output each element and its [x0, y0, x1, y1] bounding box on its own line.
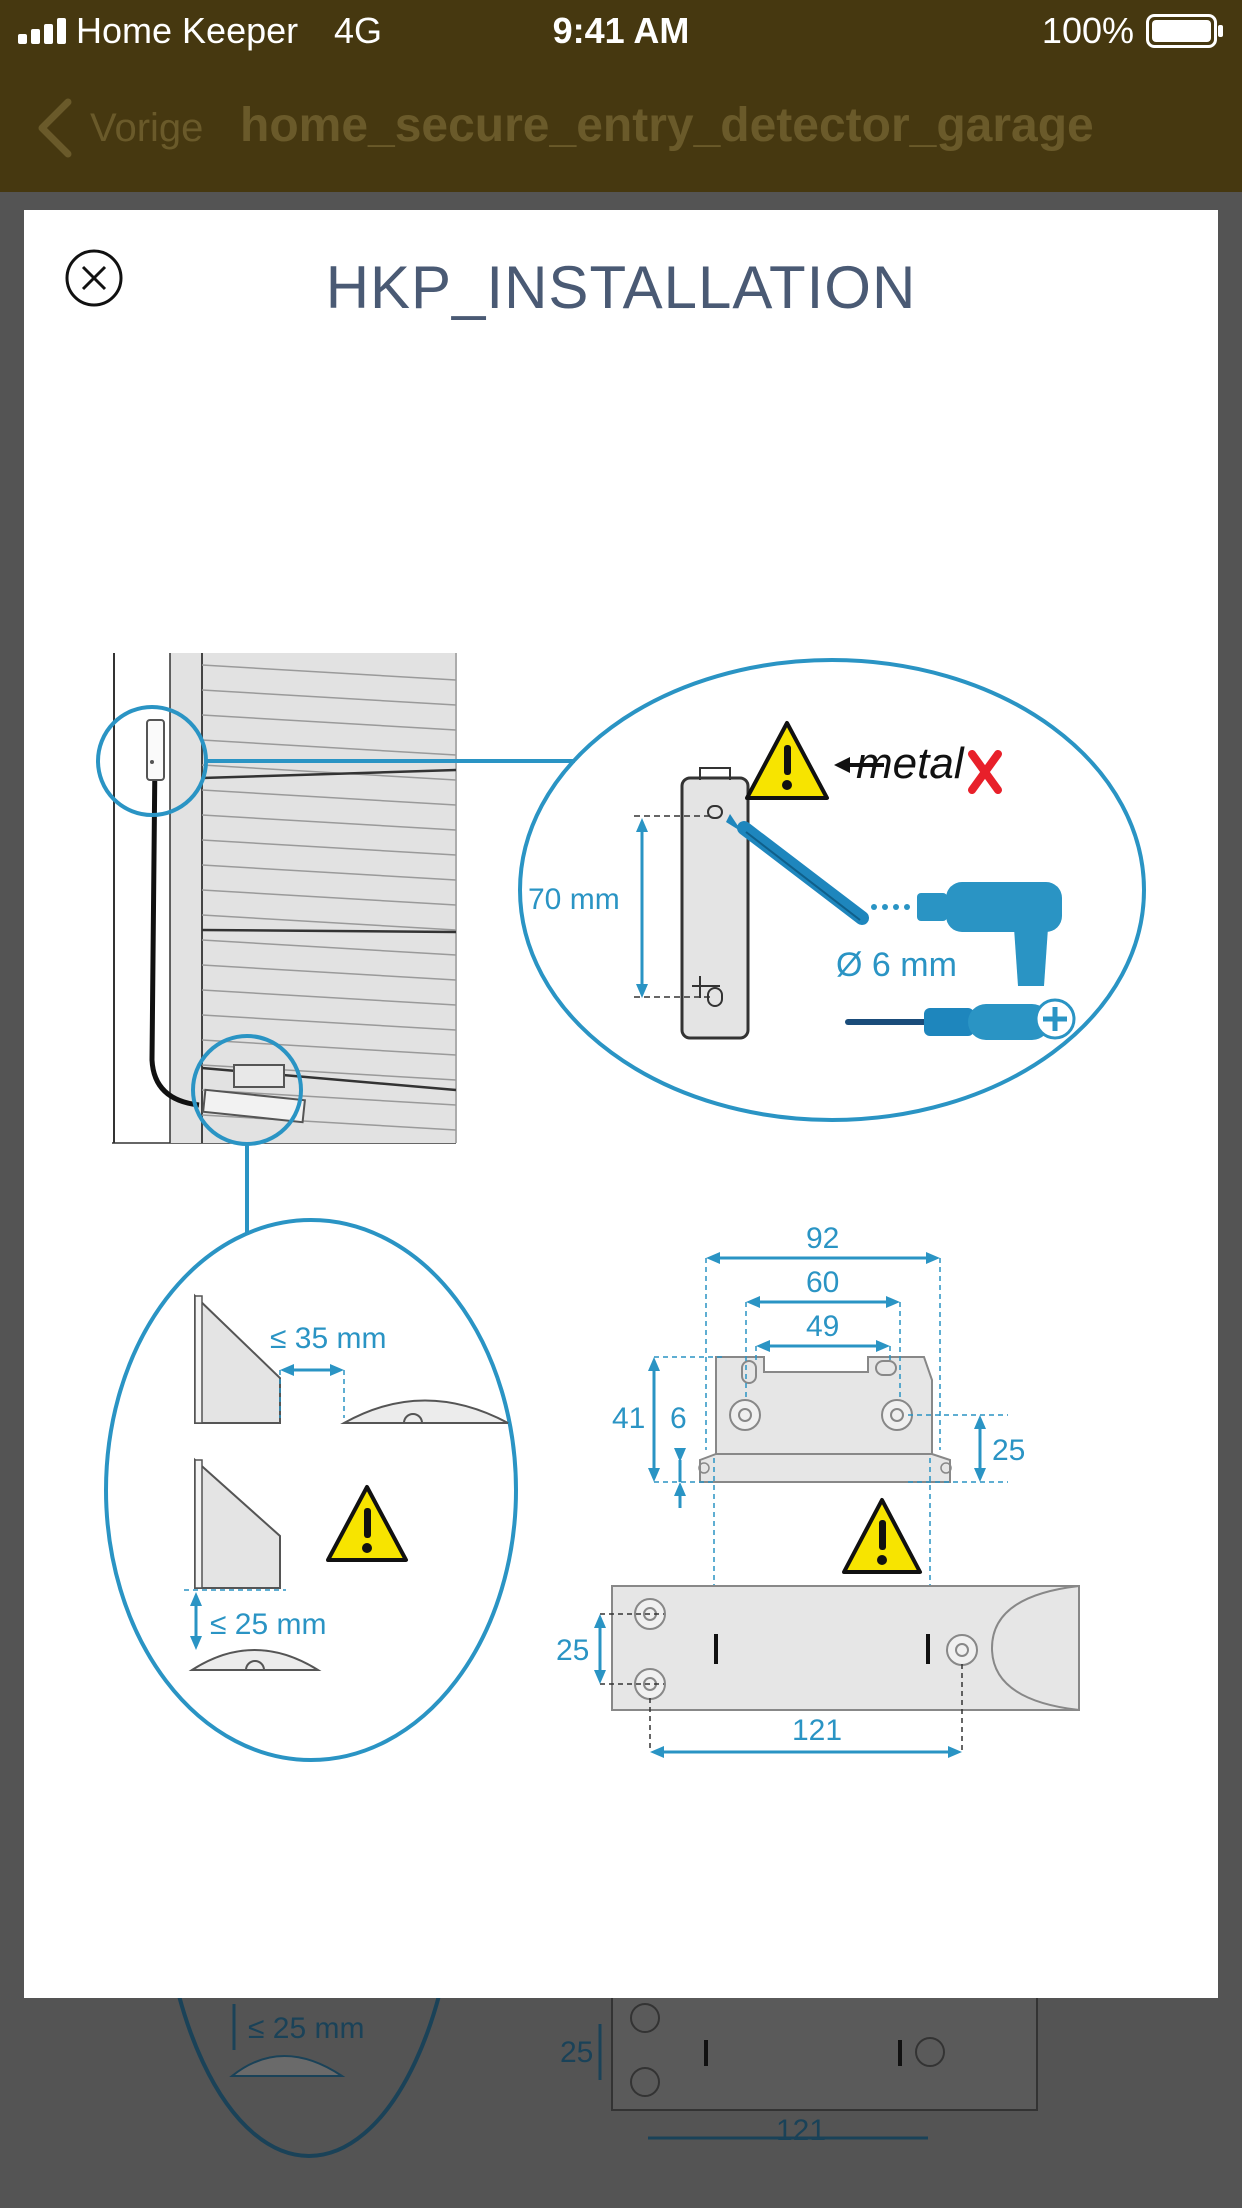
dimension-121: 121: [792, 1714, 842, 1747]
signal-strength-icon: [18, 18, 68, 44]
dimension-49: 49: [806, 1310, 839, 1343]
dimension-60: 60: [806, 1266, 839, 1299]
no-metal-icon: metal: [834, 739, 1002, 794]
screwdriver-icon: [845, 1004, 1050, 1040]
warning-icon: [326, 1485, 408, 1562]
bracket-top: [194, 1293, 281, 1424]
drill-diameter: Ø 6 mm: [836, 946, 957, 984]
battery-icon: [1146, 14, 1223, 48]
carrier-name: Home Keeper: [76, 10, 299, 51]
battery-percentage: 100%: [1041, 10, 1134, 51]
pencil-icon: [726, 814, 869, 925]
sensor-hole-distance: 70 mm: [528, 883, 620, 916]
back-button[interactable]: Vorige: [36, 98, 203, 158]
modal-title: HKP_INSTALLATION: [325, 254, 917, 321]
installation-modal: HKP_INSTALLATION: [24, 210, 1218, 1998]
background-dim-25: 25: [560, 2036, 593, 2069]
dimension-6: 6: [670, 1402, 687, 1435]
drill-icon: [871, 882, 1062, 986]
background-gap-label: ≤ 25 mm: [248, 2012, 364, 2045]
magnet-bracket-drawing: [698, 1356, 952, 1483]
sensor-body: [680, 767, 750, 1040]
chevron-left-icon: [38, 98, 72, 158]
dimension-92: 92: [806, 1222, 839, 1255]
dimension-25-plate: 25: [556, 1634, 589, 1667]
background-dim-121: 121: [776, 2114, 826, 2147]
close-icon[interactable]: [64, 248, 124, 308]
max-horizontal-gap: ≤ 35 mm: [270, 1322, 386, 1355]
dimension-25-bracket: 25: [992, 1434, 1025, 1467]
phillips-cross-icon: [1034, 998, 1076, 1040]
dimension-41: 41: [612, 1402, 645, 1435]
back-label: Vorige: [90, 105, 204, 150]
status-bar: Home Keeper 4G 9:41 AM 100%: [0, 0, 1242, 62]
network-type: 4G: [334, 10, 383, 51]
bracket-bottom: [194, 1457, 281, 1589]
magnet-top: [340, 1399, 509, 1424]
max-vertical-gap: ≤ 25 mm: [210, 1608, 326, 1641]
status-time: 9:41 AM: [552, 10, 690, 51]
sensor-detail-ellipse: [518, 658, 1146, 1122]
installation-diagram: 70 mm Ø 6 mm: [96, 653, 1146, 1762]
page-title: home_secure_entry_detector_garage: [240, 99, 1094, 152]
gap-detail-ellipse: [104, 1218, 518, 1762]
warning-icon: [842, 1498, 922, 1574]
metal-word: metal: [856, 739, 965, 788]
navigation-bar: Vorige home_secure_entry_detector_garage: [0, 62, 1242, 192]
magnet-plate-drawing: [611, 1585, 1080, 1711]
garage-door-illustration: [112, 653, 457, 1144]
background-diagram: ≤ 25 mm 25 121: [157, 1514, 1038, 2158]
warning-icon: [745, 721, 829, 800]
